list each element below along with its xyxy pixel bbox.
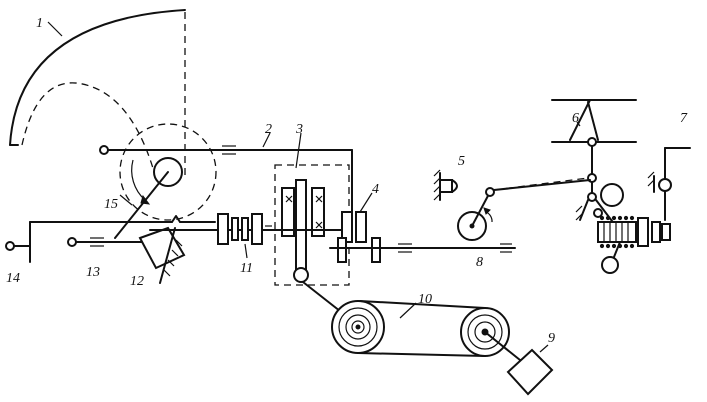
label-8: 8 <box>476 255 483 270</box>
leader-lines <box>244 121 581 319</box>
label-14: 14 <box>6 271 20 286</box>
spring-assembly <box>575 181 671 274</box>
label-3: 3 <box>295 122 303 137</box>
part-4-gears <box>329 211 516 263</box>
label-13: 13 <box>86 265 100 280</box>
part-10-belt-drive <box>302 281 554 396</box>
label-7: 7 <box>680 111 688 126</box>
part-8-cam <box>457 177 589 241</box>
label-11: 11 <box>240 261 253 276</box>
label-6: 6 <box>572 111 579 126</box>
label-10: 10 <box>418 292 432 307</box>
number-labels: 1 2 3 4 5 6 7 8 9 10 11 12 13 14 15 <box>6 16 688 346</box>
label-12: 12 <box>130 274 144 289</box>
gearbox-3 <box>271 164 351 286</box>
part-1-quadrant <box>9 9 186 176</box>
label-5: 5 <box>458 154 465 169</box>
rod-13 <box>67 171 169 247</box>
shaft-2 <box>99 145 353 214</box>
label-1: 1 <box>36 16 43 31</box>
part-5-stop <box>433 169 458 201</box>
label-2: 2 <box>265 122 272 137</box>
rod-14 <box>5 215 216 263</box>
part-7-lever <box>647 147 691 221</box>
part-6-frame <box>493 99 637 191</box>
main-shaft <box>149 213 276 245</box>
leader-9 <box>539 344 549 353</box>
label-15: 15 <box>104 197 118 212</box>
label-4: 4 <box>372 182 379 197</box>
part-12-block <box>138 226 186 284</box>
label-9: 9 <box>548 331 555 346</box>
